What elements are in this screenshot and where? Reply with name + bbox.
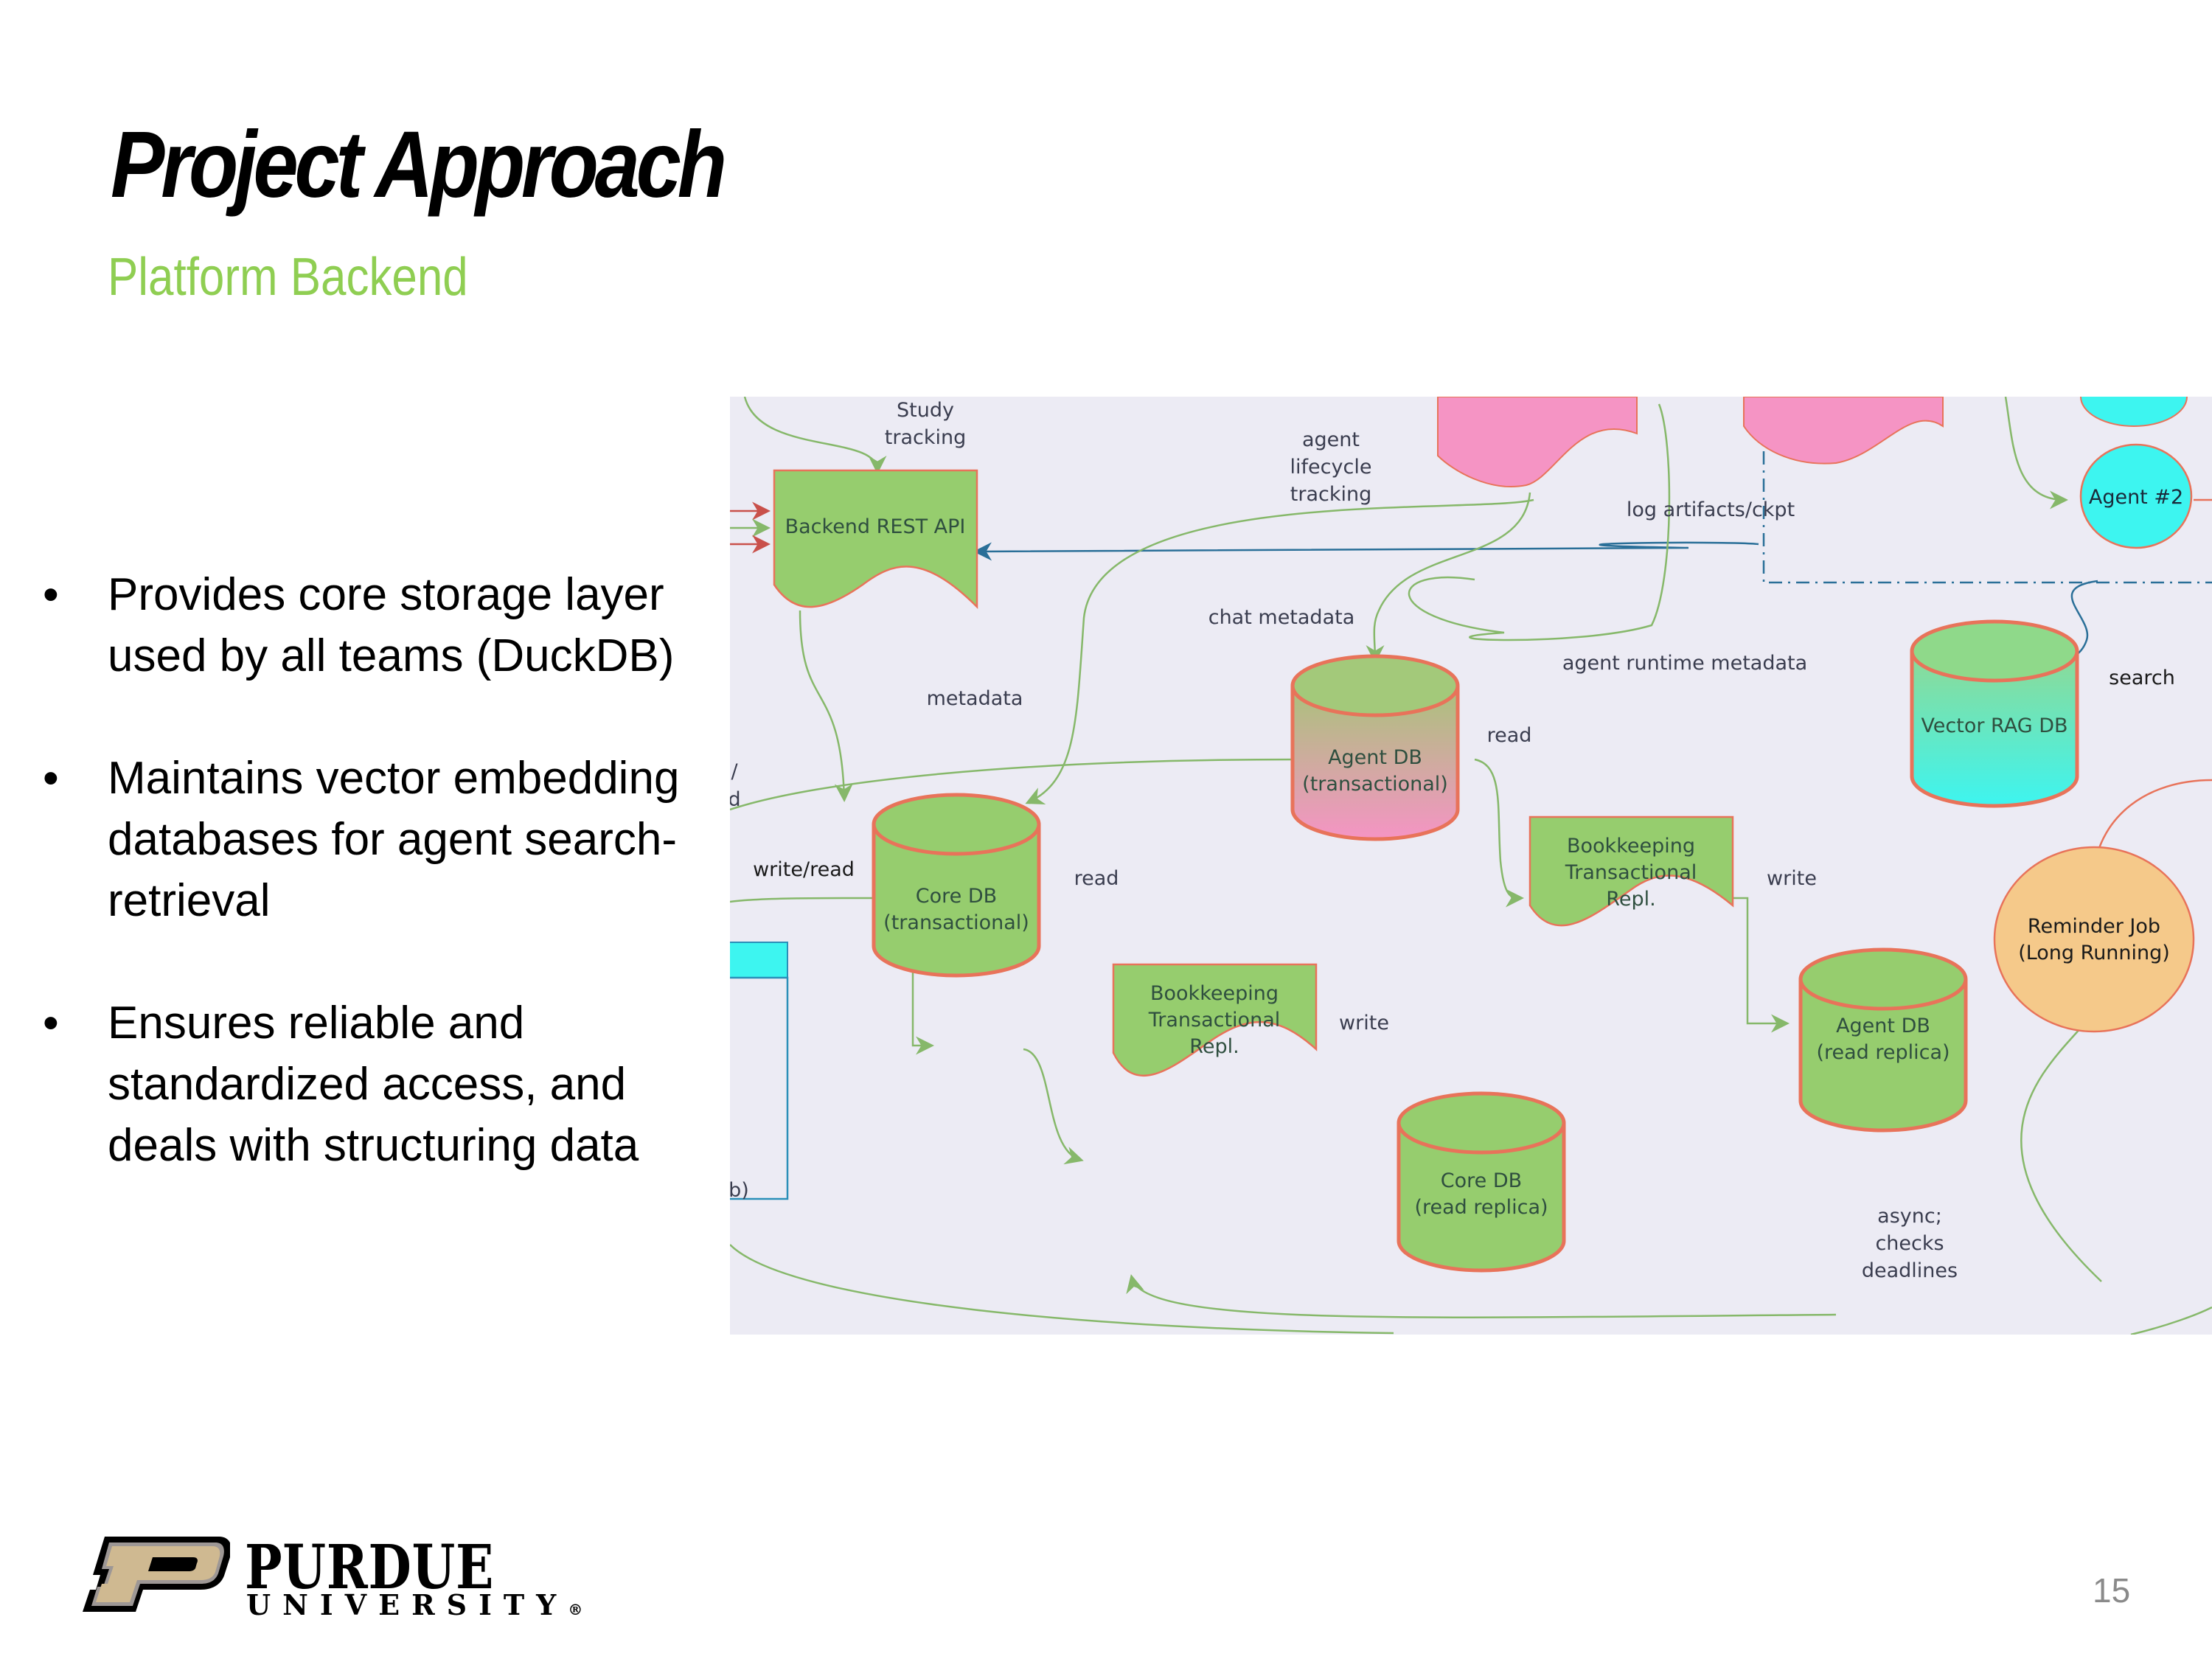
edge-label: write/read <box>753 858 855 881</box>
bookkeeping-repl-2-node <box>1528 815 1734 927</box>
reminder-job-node <box>1993 846 2195 1033</box>
logo-subline-text: UNIVERSITY <box>246 1588 568 1621</box>
bullet-text: Maintains vector embedding databases for… <box>108 753 680 926</box>
edge-async-bottom <box>1126 1274 1837 1318</box>
edge-chat-metadata <box>1366 492 1531 664</box>
edge-label: tracking <box>1290 483 1371 506</box>
slide-title: Project Approach <box>111 112 727 218</box>
vector-rag-db-node <box>1910 619 2079 808</box>
core-db-replica-node <box>1397 1091 1566 1273</box>
edge-label: agent <box>1302 428 1360 451</box>
edge-label: agent runtime metadata <box>1562 652 1807 675</box>
node-label: Transactional <box>1148 1009 1281 1032</box>
edge-lifecycle <box>1025 498 1534 804</box>
architecture-diagram: Backend REST API Core DB (transactional)… <box>730 397 2212 1335</box>
logo-subline: UNIVERSITY® <box>246 1588 582 1621</box>
node-label: Agent #2 <box>2089 486 2183 509</box>
bullet-item: • Maintains vector embedding databases fo… <box>35 748 728 931</box>
edge-metadata <box>799 610 853 802</box>
edge-to-agent2 <box>2004 397 2068 509</box>
node-label: Core DB <box>916 885 997 908</box>
edge-right-bottom <box>2130 1306 2212 1335</box>
node-label: Bookkeeping <box>1567 835 1695 858</box>
cutoff-table-body <box>730 976 789 1200</box>
slide-subtitle: Platform Backend <box>108 248 468 307</box>
edge-log-artifacts <box>973 541 1759 561</box>
edge-label: async; <box>1877 1205 1942 1228</box>
node-label: (Long Running) <box>2018 942 2170 964</box>
edge-label: lifecycle <box>1290 456 1372 479</box>
edge-label: d <box>730 788 741 811</box>
edge-label: log artifacts/ckpt <box>1627 498 1795 521</box>
bullet-text: Ensures reliable and standardized access… <box>108 998 639 1171</box>
edge-label: read <box>1487 724 1532 747</box>
bullet-icon: • <box>43 569 59 620</box>
edge-label: checks <box>1875 1232 1944 1255</box>
edge-write-agent-replica <box>1729 897 1790 1033</box>
node-label: Agent DB <box>1836 1015 1930 1037</box>
node-label: Agent DB <box>1328 746 1422 769</box>
node-label: Vector RAG DB <box>1921 714 2067 737</box>
agent-db-transactional-node <box>1290 654 1460 841</box>
bullet-item: • Provides core storage layer used by all… <box>35 564 728 686</box>
edge-label: chat metadata <box>1208 606 1355 629</box>
cutoff-table-header <box>730 942 788 978</box>
edge-label: write <box>1767 867 1817 890</box>
node-label: Reminder Job <box>2028 915 2160 938</box>
node-label: Repl. <box>1606 888 1655 911</box>
node-label: (read replica) <box>1414 1196 1548 1219</box>
node-label: Bookkeeping <box>1150 982 1279 1005</box>
node-label: Repl. <box>1189 1035 1239 1058</box>
edge-read-agent <box>1474 758 1524 908</box>
bullet-item: • Ensures reliable and standardized acces… <box>35 992 728 1176</box>
core-db-transactional-node <box>872 793 1041 978</box>
edge-write-read <box>730 897 874 903</box>
node-label: (transactional) <box>1302 773 1448 796</box>
edge-label: tracking <box>885 426 966 449</box>
node-label: Core DB <box>1441 1169 1522 1192</box>
edge-study-tracking <box>743 397 887 474</box>
page-number: 15 <box>2093 1571 2131 1610</box>
edge-label: metadata <box>927 687 1023 710</box>
registered-mark-icon: ® <box>568 1601 583 1618</box>
node-label: (read replica) <box>1816 1041 1950 1064</box>
agent-group-boundary <box>1762 397 2212 584</box>
edge-async <box>2020 1009 2102 1282</box>
edge-label: deadlines <box>1862 1259 1958 1282</box>
edge-label: Study <box>897 399 954 422</box>
agent-db-replica-node <box>1798 947 1968 1133</box>
bullet-list: • Provides core storage layer used by all… <box>35 564 728 1237</box>
edge-label: b) <box>730 1179 749 1202</box>
edge-write-core-replica <box>1023 1048 1084 1165</box>
node-label: Transactional <box>1565 861 1697 884</box>
bookkeeping-repl-1-node <box>1112 963 1318 1077</box>
purdue-p-logo-icon <box>83 1537 230 1612</box>
node-label: Backend REST API <box>785 515 966 538</box>
edge-label: / <box>731 760 738 783</box>
pink-document-1 <box>1437 397 1638 487</box>
edge-label: read <box>1074 867 1119 890</box>
edge-runtime-metadata <box>1408 403 1671 641</box>
edge-bottom-loop <box>730 1244 1394 1335</box>
bullet-text: Provides core storage layer used by all … <box>108 569 675 681</box>
bullet-icon: • <box>43 998 59 1048</box>
edge-label: write <box>1339 1012 1389 1034</box>
bullet-icon: • <box>43 753 59 804</box>
logo-wordmark: PURDUE <box>245 1532 495 1603</box>
backend-rest-api-node <box>773 469 978 610</box>
agent-1-node <box>2080 397 2188 427</box>
pink-document-2 <box>1743 397 1944 465</box>
edge-agent-to-core <box>730 758 1298 811</box>
edge-label: search <box>2109 667 2175 689</box>
node-label: (transactional) <box>883 911 1029 934</box>
agent-2-node <box>2079 443 2193 549</box>
